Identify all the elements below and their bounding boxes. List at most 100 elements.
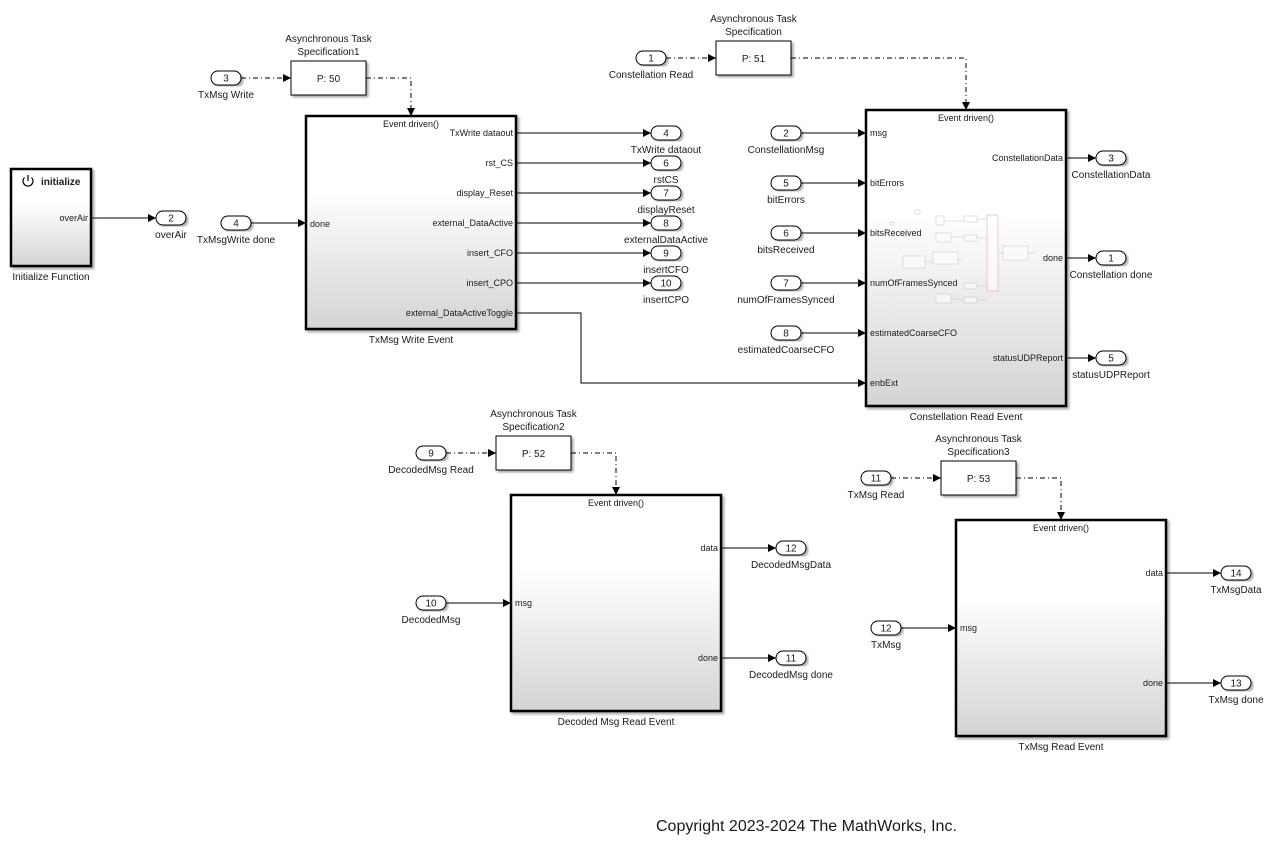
inport-shape[interactable] — [415, 445, 447, 461]
copyright-notice: Copyright 2023-2024 The MathWorks, Inc. — [656, 818, 957, 835]
subsystem-shape[interactable] — [509, 493, 723, 713]
subsystem-shape[interactable] — [864, 108, 1068, 408]
outport-number: 2 — [168, 214, 174, 225]
inport-label: TxMsg Write — [198, 90, 254, 101]
inport-number: 12 — [880, 624, 892, 635]
outport-shape[interactable] — [650, 245, 682, 261]
outport-shape[interactable] — [1220, 675, 1252, 691]
event-trigger-header: Event driven() — [588, 498, 644, 508]
outport-shape[interactable] — [650, 185, 682, 201]
inport-shape[interactable] — [210, 70, 242, 86]
signal-datactivetoggle-to-enbext — [516, 312, 866, 387]
outport-shape[interactable] — [1095, 150, 1127, 166]
preview-block — [889, 221, 895, 226]
power-arc — [22, 177, 34, 187]
outport-shape[interactable] — [650, 275, 682, 291]
initialize-port-label: overAir — [59, 213, 88, 223]
inport-number: 10 — [425, 599, 437, 610]
inport-label: DecodedMsg Read — [388, 465, 474, 476]
outport-number: 10 — [660, 279, 672, 290]
inport-shape[interactable] — [415, 595, 447, 611]
input-port-msg: msg — [960, 623, 977, 633]
subsystem-shape[interactable] — [304, 114, 518, 331]
outport-label: TxWrite dataout — [631, 145, 702, 156]
inport-shape[interactable] — [770, 175, 802, 191]
subsystem-shape[interactable] — [954, 518, 1168, 738]
outport-shape[interactable] — [775, 540, 807, 556]
inport-shape[interactable] — [770, 125, 802, 141]
inport-shape[interactable] — [770, 225, 802, 241]
inport-label: bitErrors — [767, 195, 805, 206]
outport-shape[interactable] — [1220, 565, 1252, 581]
inport-number: 8 — [783, 329, 789, 340]
inport-shape[interactable] — [870, 620, 902, 636]
inport-label: estimatedCoarseCFO — [738, 345, 835, 356]
inport-label: Constellation Read — [609, 70, 694, 81]
preview-block — [902, 255, 926, 269]
task-priority: P: 51 — [742, 54, 766, 65]
outport-number: 1 — [1108, 254, 1114, 265]
output-port-insert-cpo: insert_CPO — [466, 278, 513, 288]
outport-shape[interactable] — [775, 650, 807, 666]
task-spec-shape[interactable] — [715, 40, 792, 76]
trigger-spec1-to-txwrite — [366, 77, 415, 116]
outport-shape[interactable] — [650, 215, 682, 231]
task-spec-shape[interactable] — [290, 60, 367, 96]
inport-shape[interactable] — [770, 275, 802, 291]
inport-shape[interactable] — [770, 325, 802, 341]
inport-shape[interactable] — [220, 215, 252, 231]
subsystem-txmsg-read-event[interactable]: Event driven()TxMsg Read Eventmsgdatadon… — [954, 518, 1168, 753]
inport-shape[interactable] — [860, 470, 892, 486]
inport-label: DecodedMsg — [402, 615, 461, 626]
outport-shape[interactable] — [650, 155, 682, 171]
inport-shape[interactable] — [635, 50, 667, 66]
inport-label: numOfFramesSynced — [737, 295, 834, 306]
outport-shape[interactable] — [155, 210, 187, 226]
outport-shape[interactable] — [650, 125, 682, 141]
task-spec-shape[interactable] — [495, 435, 572, 471]
subsystem-txmsg-write-event[interactable]: Event driven()TxMsg Write EventdoneTxWri… — [304, 114, 518, 346]
outport-shape[interactable] — [1095, 350, 1127, 366]
outport-number: 9 — [663, 249, 669, 260]
preview-block — [963, 234, 978, 242]
input-port-msg: msg — [870, 128, 887, 138]
inport-estimatedcoarsecfo[interactable]: 8 estimatedCoarseCFO — [738, 325, 835, 356]
task-spec-shape[interactable] — [940, 460, 1017, 496]
task-priority: P: 50 — [317, 74, 341, 85]
outport-label: ConstellationData — [1072, 170, 1151, 181]
subsystem-constellation-read-event[interactable]: Event driven()Constellation Read Eventms… — [864, 108, 1068, 423]
outport-shape[interactable] — [1095, 250, 1127, 266]
subsystem-decoded-msg-read-event[interactable]: Event driven()Decoded Msg Read Eventmsgd… — [509, 493, 723, 728]
